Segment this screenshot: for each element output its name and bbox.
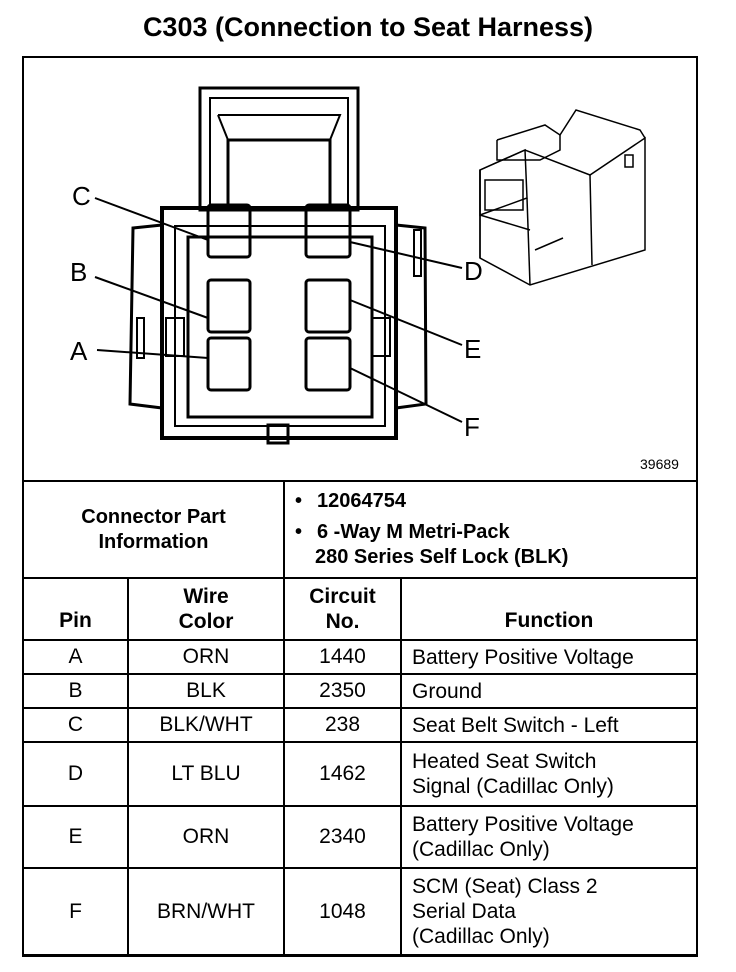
connector-table: Connector Part Information • 12064754 • 6 … [22, 480, 698, 956]
pin-label-c: C [72, 181, 91, 211]
header-line: Circuit [309, 585, 376, 608]
wire-color-cell: ORN [127, 805, 285, 869]
wire-color-cell: BLK [127, 673, 285, 709]
function-line: Heated Seat Switch [412, 750, 597, 773]
bullet: • [295, 521, 303, 543]
circuit-cell: 238 [283, 707, 402, 743]
connector-face-view: C B A D E F [70, 86, 483, 445]
pin-cell: C [22, 707, 129, 743]
function-line: Ground [412, 679, 483, 703]
part-number: 12064754 [317, 490, 406, 512]
page-title: C303 (Connection to Seat Harness) [142, 12, 594, 42]
function-cell: Battery Positive Voltage [400, 639, 698, 675]
circuit-cell: 1048 [283, 867, 402, 956]
pin-label-e: E [464, 334, 481, 364]
connector-diagram: C B A D E F [70, 86, 646, 445]
info-label-line: Information [98, 530, 209, 553]
pin-cavities [206, 203, 352, 392]
function-line: Battery Positive Voltage [412, 645, 634, 669]
circuit-cell: 1440 [283, 639, 402, 675]
pin-label-f: F [464, 412, 480, 442]
pin-cell: B [22, 673, 129, 709]
pin-cell: F [22, 867, 129, 956]
info-label-line: Connector Part [81, 505, 226, 528]
header-line: Wire [183, 585, 229, 608]
pin-label-a: A [70, 336, 88, 366]
function-line: (Cadillac Only) [412, 925, 550, 948]
function-cell: Ground [400, 673, 698, 709]
pin-label-d: D [464, 256, 483, 286]
function-cell: Seat Belt Switch - Left [400, 707, 698, 743]
bullet: • [295, 490, 303, 512]
pin-cell: E [22, 805, 129, 869]
function-line: Seat Belt Switch - Left [412, 713, 619, 737]
wire-color-cell: LT BLU [127, 741, 285, 807]
function-line: (Cadillac Only) [412, 838, 550, 861]
leader-lines [94, 197, 463, 423]
connector-isometric-view [479, 109, 646, 286]
connector-description-2: 280 Series Self Lock (BLK) [315, 546, 569, 568]
header-pin: Pin [22, 577, 129, 641]
figure-number: 39689 [640, 456, 679, 472]
connector-description: 6 -Way M Metri-Pack [317, 521, 510, 543]
wire-color-cell: BRN/WHT [127, 867, 285, 956]
connector-info-row: Connector Part Information • 12064754 • 6 … [22, 480, 698, 579]
function-cell: Battery Positive Voltage(Cadillac Only) [400, 805, 698, 869]
pin-label-b: B [70, 257, 87, 287]
header-line: No. [325, 610, 360, 633]
function-line: Serial Data [412, 900, 516, 923]
connector-info-value: • 12064754 • 6 -Way M Metri-Pack 280 Serie… [283, 480, 698, 579]
function-line: Battery Positive Voltage [412, 813, 634, 836]
pin-cell: A [22, 639, 129, 675]
header-function: Function [400, 577, 698, 641]
header-line: Color [178, 610, 234, 633]
circuit-cell: 1462 [283, 741, 402, 807]
wire-color-cell: BLK/WHT [127, 707, 285, 743]
circuit-cell: 2340 [283, 805, 402, 869]
connector-info-label: Connector Part Information [22, 480, 285, 579]
wire-color-cell: ORN [127, 639, 285, 675]
function-line: SCM (Seat) Class 2 [412, 875, 598, 898]
circuit-cell: 2350 [283, 673, 402, 709]
function-line: Signal (Cadillac Only) [412, 775, 614, 798]
pin-cell: D [22, 741, 129, 807]
